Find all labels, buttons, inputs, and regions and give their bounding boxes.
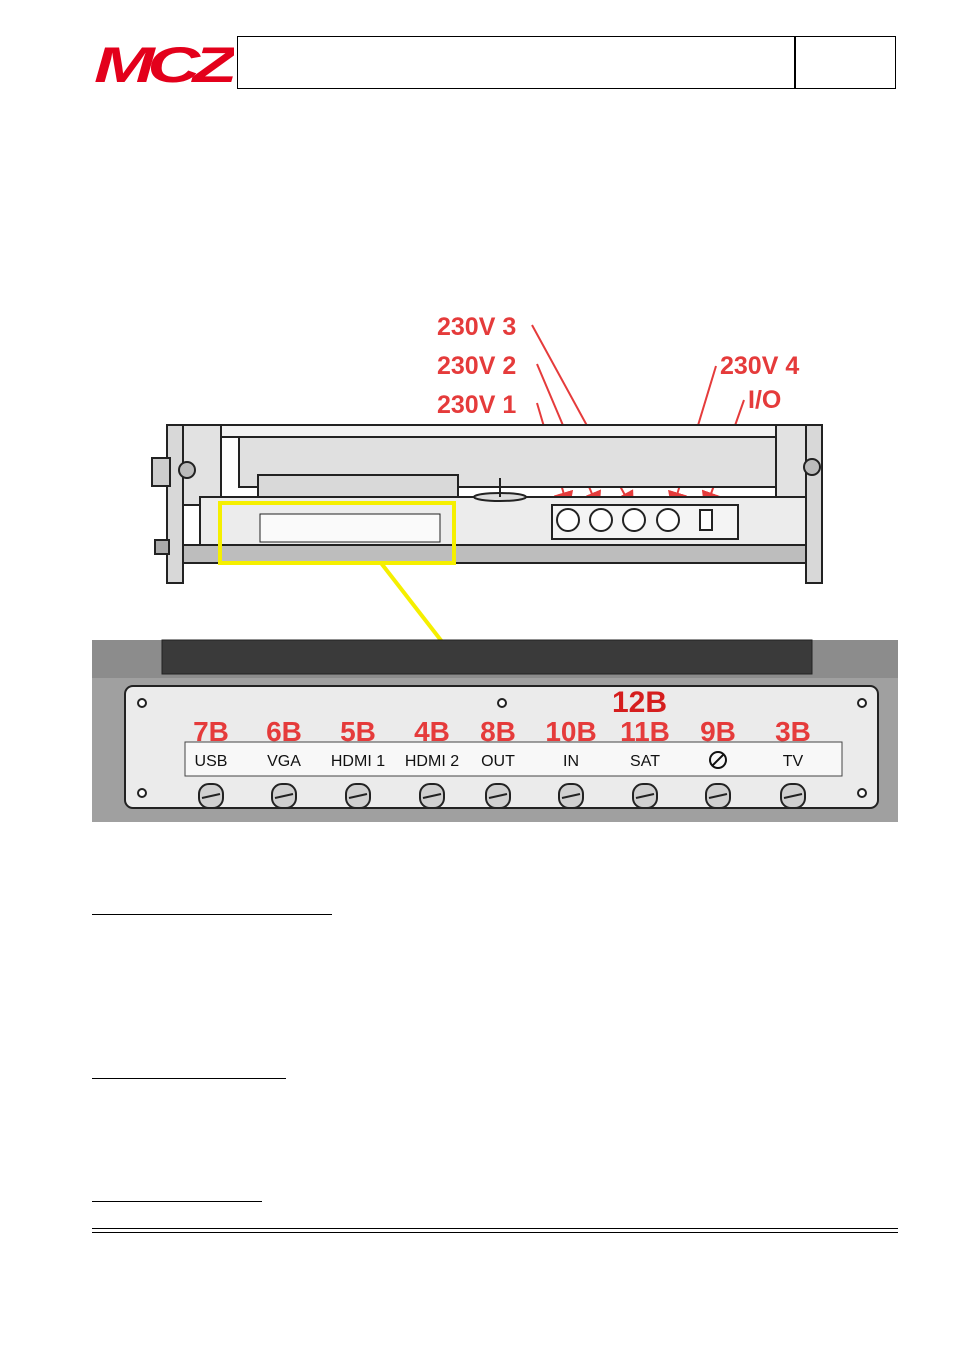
power-symbol-icon bbox=[709, 751, 727, 769]
connector-label-7b: USB bbox=[195, 753, 228, 770]
header-page-box-divider bbox=[794, 36, 796, 89]
connector-label-11b: SAT bbox=[630, 753, 660, 770]
label-230v-4: 230V 4 bbox=[720, 352, 799, 380]
connector-knob-8b bbox=[485, 783, 511, 809]
header-title-box bbox=[237, 36, 896, 89]
connection-diagram: 230V 3 230V 2 230V 1 230V 4 I/O bbox=[92, 313, 898, 822]
connector-code-6b: 6B bbox=[266, 716, 302, 747]
connector-knob-6b bbox=[271, 783, 297, 809]
label-230v-3: 230V 3 bbox=[437, 313, 516, 341]
connector-labels: USB VGA HDMI 1 HDMI 2 OUT IN SAT TV bbox=[195, 751, 804, 770]
section-heading-underline-2 bbox=[92, 1078, 286, 1079]
connector-knob-11b bbox=[632, 783, 658, 809]
section-heading-underline-3 bbox=[92, 1201, 262, 1202]
svg-text:MCZ: MCZ bbox=[94, 40, 234, 88]
connector-label-6b: VGA bbox=[267, 753, 301, 770]
connector-code-9b: 9B bbox=[700, 716, 736, 747]
connector-label-5b: HDMI 1 bbox=[331, 753, 385, 770]
connector-code-10b: 10B bbox=[545, 716, 596, 747]
mcz-logo: MCZ bbox=[94, 40, 234, 88]
footer-rule-thin bbox=[92, 1232, 898, 1233]
connector-knob-4b bbox=[419, 783, 445, 809]
enclosure-drawing bbox=[151, 424, 823, 584]
section-heading-underline-1 bbox=[92, 914, 332, 915]
connector-code-11b: 11B bbox=[620, 716, 670, 747]
label-12b: 12B bbox=[612, 686, 667, 719]
connector-code-7b: 7B bbox=[193, 716, 229, 747]
connector-code-5b: 5B bbox=[340, 716, 376, 747]
connector-knob-9b bbox=[705, 783, 731, 809]
connector-label-3b: TV bbox=[783, 753, 804, 770]
connector-knob-5b bbox=[345, 783, 371, 809]
connector-label-4b: HDMI 2 bbox=[405, 753, 459, 770]
connector-label-8b: OUT bbox=[481, 753, 515, 770]
label-230v-2: 230V 2 bbox=[437, 352, 516, 380]
connector-knob-7b bbox=[198, 783, 224, 809]
connector-label-10b: IN bbox=[563, 753, 579, 770]
connector-knob-10b bbox=[558, 783, 584, 809]
connector-knobs bbox=[198, 783, 806, 809]
connector-knob-3b bbox=[780, 783, 806, 809]
label-io: I/O bbox=[748, 386, 781, 414]
connector-code-3b: 3B bbox=[775, 716, 811, 747]
footer-rule bbox=[92, 1228, 898, 1229]
highlight-box bbox=[218, 501, 456, 565]
connector-code-4b: 4B bbox=[414, 716, 450, 747]
zoomed-panel bbox=[92, 639, 898, 822]
connector-codes: 7B 6B 5B 4B 8B 10B 11B 9B 3B bbox=[193, 716, 811, 747]
label-230v-1: 230V 1 bbox=[437, 391, 516, 419]
connector-code-8b: 8B bbox=[480, 716, 516, 747]
